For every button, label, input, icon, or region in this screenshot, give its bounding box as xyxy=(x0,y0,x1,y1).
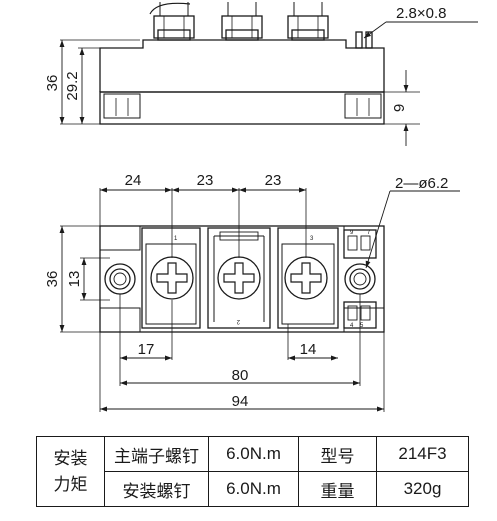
aux-pin-block-top xyxy=(343,229,377,259)
bottom-dim-94: 94 xyxy=(232,393,249,410)
pin-label-4: 4 xyxy=(350,323,354,329)
bottom-dim-80: 80 xyxy=(232,367,249,384)
spec-group-label-line2: 力矩 xyxy=(53,474,88,495)
bottom-dim-17: 17 xyxy=(138,341,155,358)
mount-hole-right xyxy=(344,263,376,295)
top-view xyxy=(59,187,460,412)
spec-value-model: 214F3 xyxy=(376,436,469,472)
spec-row-main-terminal: 安装 力矩 主端子螺钉 6.0N.m 型号 214F3 xyxy=(36,436,469,507)
spec-row-mount: 安装螺钉 6.0N.m 重量 320g xyxy=(37,471,469,507)
terminal-3-block xyxy=(277,227,339,329)
spec-item-mount: 安装螺钉 xyxy=(104,471,209,507)
top-view-body xyxy=(99,225,385,333)
pin-label-7: 7 xyxy=(367,230,371,236)
aux-pin xyxy=(355,31,363,49)
top-dim-23b: 23 xyxy=(265,172,282,189)
spec-item-main-terminal: 主端子螺钉 xyxy=(104,436,209,472)
spec-group-label: 安装 力矩 xyxy=(36,436,105,507)
top-dim-width: 36 xyxy=(44,271,61,288)
side-view-housing xyxy=(99,39,385,92)
pin-label-5: 5 xyxy=(360,323,364,329)
terminal-label-2: 2 xyxy=(236,318,240,324)
bottom-dim-14: 14 xyxy=(300,341,317,358)
spec-torque-mount: 6.0N.m xyxy=(208,471,299,507)
terminal-nut-2 xyxy=(221,15,263,41)
terminal-label-3: 3 xyxy=(310,236,314,242)
pin-label-9: 9 xyxy=(350,230,354,236)
side-view xyxy=(59,2,478,146)
side-dim-height: 36 xyxy=(44,75,61,92)
mount-hole-left xyxy=(104,263,136,295)
top-dim-hole-offset: 13 xyxy=(66,271,83,288)
module-outline-drawing: 36 29.2 9 2.8×0.8 xyxy=(44,2,478,412)
spec-table: 安装 力矩 主端子螺钉 6.0N.m 型号 214F3 安装螺钉 6.0N.m … xyxy=(36,436,469,507)
side-dim-body-height: 29.2 xyxy=(64,71,81,100)
spec-key-weight: 重量 xyxy=(298,471,377,507)
side-view-base xyxy=(99,91,385,125)
top-dim-mount-holes: 2—ø6.2 xyxy=(395,175,448,192)
spec-torque-main-terminal: 6.0N.m xyxy=(208,436,299,472)
terminal-label-1: 1 xyxy=(174,236,178,242)
terminal-nut-1 xyxy=(153,15,195,41)
top-dim-24: 24 xyxy=(125,172,142,189)
top-dim-23a: 23 xyxy=(197,172,214,189)
side-dim-pin: 2.8×0.8 xyxy=(396,5,446,22)
spec-group-label-line1: 安装 xyxy=(53,448,88,469)
side-dim-base: 9 xyxy=(391,104,408,112)
spec-value-weight: 320g xyxy=(376,471,469,507)
terminal-1-block xyxy=(141,227,201,329)
terminal-nut-3 xyxy=(287,15,329,41)
spec-key-model: 型号 xyxy=(298,436,377,472)
